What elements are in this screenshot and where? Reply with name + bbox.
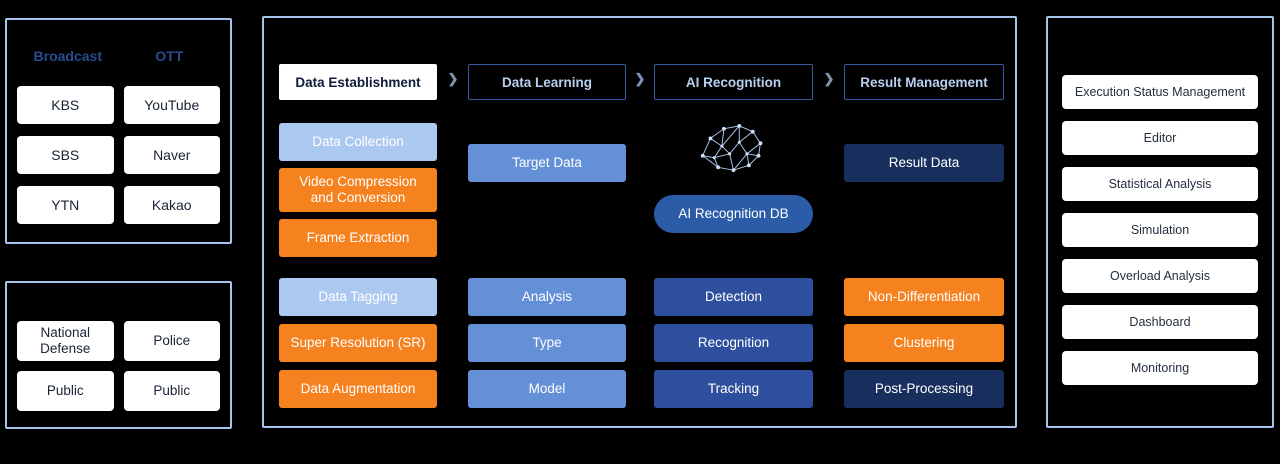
sources-grid: KBS YouTube SBS Naver YTN Kakao [7, 86, 230, 224]
box-data-tagging: Data Tagging [279, 278, 437, 316]
box-frame-extraction: Frame Extraction [279, 219, 437, 257]
stage-arrow-icon: ❯ [634, 71, 646, 86]
box-video-compression: Video Compression and Conversion [279, 168, 437, 212]
sources-panel: Broadcast OTT KBS YouTube SBS Naver YTN … [5, 18, 232, 244]
box-data-collection: Data Collection [279, 123, 437, 161]
mgmt-dashboard: Dashboard [1062, 305, 1258, 339]
box-non-differentiation: Non-Differentiation [844, 278, 1004, 316]
source-kakao: Kakao [123, 186, 220, 224]
broadcast-header: Broadcast [33, 48, 102, 64]
sector-public-2: Public [123, 371, 220, 411]
source-sbs: SBS [17, 136, 114, 174]
ott-header: OTT [155, 48, 184, 64]
sector-public-1: Public [17, 371, 114, 411]
source-ytn: YTN [17, 186, 114, 224]
mgmt-editor: Editor [1062, 121, 1258, 155]
mgmt-execution-status: Execution Status Management [1062, 75, 1258, 109]
box-tracking: Tracking [654, 370, 813, 408]
mgmt-simulation: Simulation [1062, 213, 1258, 247]
source-kbs: KBS [17, 86, 114, 124]
mgmt-overload: Overload Analysis [1062, 259, 1258, 293]
box-clustering: Clustering [844, 324, 1004, 362]
brain-network-icon [695, 116, 772, 182]
sources-headers: Broadcast OTT [7, 20, 230, 64]
box-super-resolution: Super Resolution (SR) [279, 324, 437, 362]
mgmt-monitoring: Monitoring [1062, 351, 1258, 385]
sectors-panel: National Defense Police Public Public [5, 281, 232, 429]
sectors-grid: National Defense Police Public Public [7, 283, 230, 411]
management-panel: Execution Status Management Editor Stati… [1046, 16, 1274, 428]
sector-national-defense: National Defense [17, 321, 114, 361]
stage-data-establishment: Data Establishment [279, 64, 437, 100]
box-type: Type [468, 324, 626, 362]
box-data-augmentation: Data Augmentation [279, 370, 437, 408]
box-post-processing: Post-Processing [844, 370, 1004, 408]
source-youtube: YouTube [123, 86, 220, 124]
box-target-data: Target Data [468, 144, 626, 182]
stage-arrow-icon: ❯ [823, 71, 835, 86]
stage-data-learning: Data Learning [468, 64, 626, 100]
pipeline-panel: Data Establishment ❯ Data Learning ❯ AI … [262, 16, 1017, 428]
source-naver: Naver [123, 136, 220, 174]
box-recognition: Recognition [654, 324, 813, 362]
box-result-data: Result Data [844, 144, 1004, 182]
box-model: Model [468, 370, 626, 408]
sector-police: Police [123, 321, 220, 361]
box-ai-recognition-db: AI Recognition DB [654, 195, 813, 233]
stage-ai-recognition: AI Recognition [654, 64, 813, 100]
box-detection: Detection [654, 278, 813, 316]
box-analysis: Analysis [468, 278, 626, 316]
stage-result-management: Result Management [844, 64, 1004, 100]
management-list: Execution Status Management Editor Stati… [1048, 18, 1272, 385]
mgmt-statistical: Statistical Analysis [1062, 167, 1258, 201]
stage-arrow-icon: ❯ [447, 71, 459, 86]
